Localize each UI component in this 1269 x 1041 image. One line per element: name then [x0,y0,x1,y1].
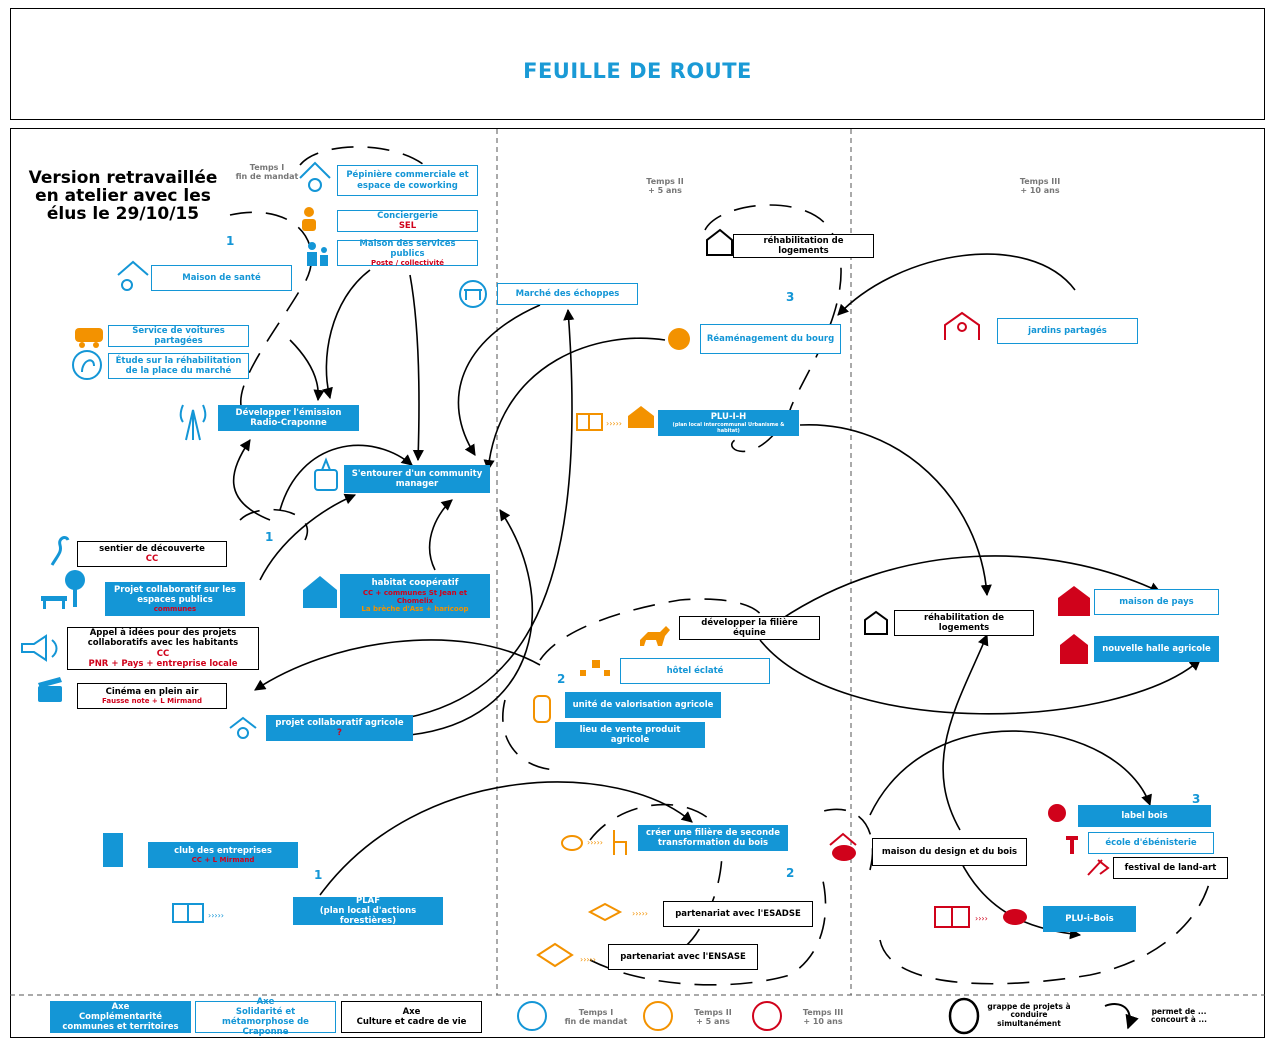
node-label-bois: label bois [1078,805,1211,827]
phase-label-3: Temps III+ 10 ans [1019,177,1061,195]
node-ensase: partenariat avec l'ENSASE [608,944,758,970]
node-festival: festival de land-art [1113,857,1228,879]
node-maison-pays: maison de pays [1094,589,1219,615]
node-projet-espaces: Projet collaboratif sur les espaces publ… [105,582,245,616]
legend-permet: permet de ... concourt à ... [1151,1007,1207,1025]
node-maison-sante: Maison de santé [151,265,292,291]
node-pepiniere: Pépinière commerciale et espace de cowor… [337,165,478,196]
node-voitures: Service de voitures partagées [108,325,249,347]
node-unite: unité de valorisation agricole [565,692,721,718]
node-hotel: hôtel éclaté [620,658,770,684]
node-seconde-transfo: créer une filière de seconde transformat… [638,825,788,851]
node-plu-ih: PLU-I-H(plan local intercommunal Urbanis… [658,410,799,436]
node-plaf: PLAF(plan local d'actions forestières) [293,896,443,926]
diagram-frame [10,128,1265,1038]
node-halle: nouvelle halle agricole [1094,636,1219,662]
cluster-number: 1 [314,868,323,882]
node-marche-echoppes: Marché des échoppes [497,283,638,305]
node-filiere-equine: développer la filière équine [679,616,820,640]
node-esadse: partenariat avec l'ESADSE [663,901,813,927]
cluster-number: 2 [786,866,795,880]
node-projet-agricole: projet collaboratif agricole? [266,715,413,741]
cluster-number: 1 [226,234,235,248]
cluster-number: 3 [786,290,795,304]
node-rehab-logements-2: réhabilitation de logements [894,610,1034,636]
node-etude-place: Étude sur la réhabilitation de la place … [108,353,249,379]
legend-temps-3: Temps III+ 10 ans [802,1008,844,1026]
cluster-number: 2 [557,672,566,686]
header-box: FEUILLE DE ROUTE [10,8,1265,120]
page-title: FEUILLE DE ROUTE [523,59,752,83]
node-radio: Développer l'émission Radio-Craponne [218,405,359,431]
node-reamenagement: Réaménagement du bourg [700,324,841,354]
legend-grappe: grappe de projets à conduire simultanéme… [987,1002,1071,1028]
node-jardins: jardins partagés [997,318,1138,344]
workshop-note: Version retravaillée en atelier avec les… [28,168,218,224]
node-lieu-vente: lieu de vente produit agricole [555,722,705,748]
phase-label-2: Temps II+ 5 ans [646,177,684,195]
cluster-number: 1 [265,530,274,544]
node-rehab-logements-1: réhabilitation de logements [733,234,874,258]
node-community: S'entourer d'un community manager [344,465,490,493]
cluster-number: 3 [1192,792,1201,806]
node-ecole: école d'ébénisterie [1088,832,1214,854]
legend-temps-2: Temps II+ 5 ans [694,1008,732,1026]
node-plu-bois: PLU-i-Bois [1043,906,1136,932]
node-appel: Appel à idées pour des projets collabora… [67,627,259,670]
node-maison-design: maison du design et du bois [872,838,1027,866]
